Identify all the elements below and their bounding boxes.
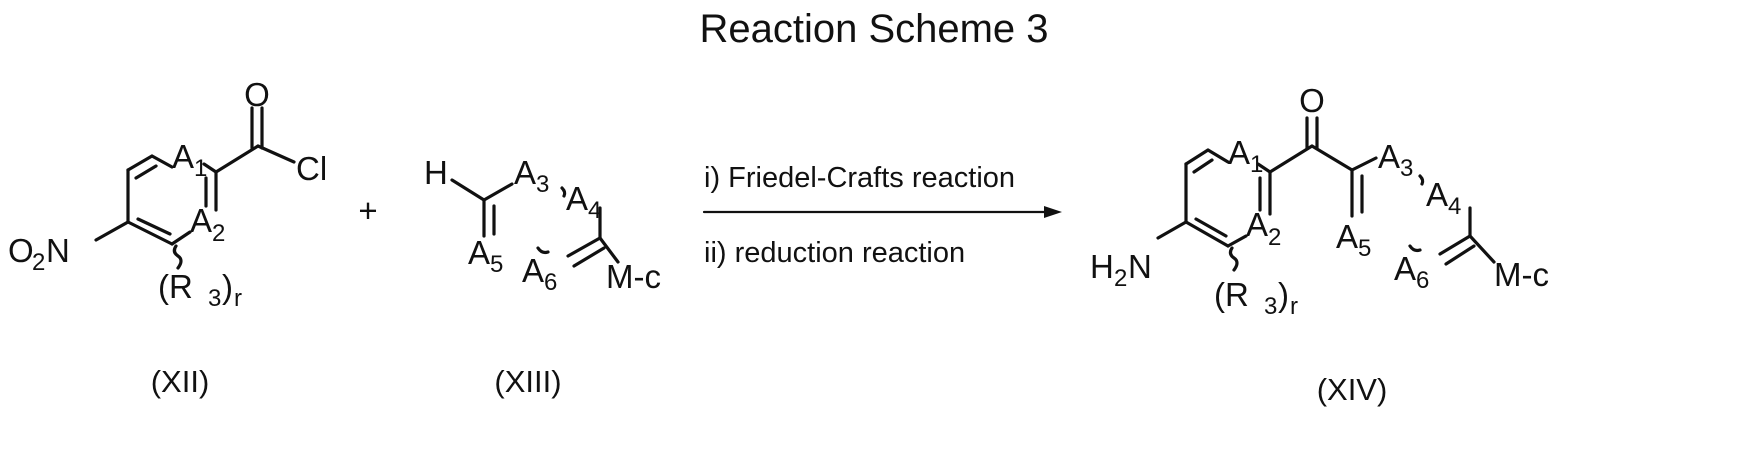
compound-id: (XIII) — [494, 364, 561, 399]
bond — [1312, 146, 1352, 170]
atom-subscript: 1 — [1250, 151, 1263, 178]
atom-subscript: 3 — [208, 285, 221, 312]
atom-label: M-c — [1494, 256, 1549, 293]
compound-id: (XIV) — [1317, 372, 1388, 407]
atom-subscript: 2 — [32, 249, 45, 276]
atom-label: N — [1128, 248, 1152, 285]
scheme-title: Reaction Scheme 3 — [699, 7, 1048, 51]
bond — [172, 232, 190, 244]
atom-label: A — [514, 154, 536, 191]
atom-label: O — [8, 232, 34, 269]
bond — [562, 188, 565, 196]
bond — [1158, 222, 1186, 238]
atom-subscript: 6 — [1416, 267, 1429, 294]
atom-subscript: r — [1290, 293, 1298, 320]
atom-subscript: 4 — [1448, 193, 1461, 220]
atom-subscript: 5 — [1358, 235, 1371, 262]
compound-xiv-structure: O A 1 A 2 A 3 A 4 A 5 A 6 M-c H 2 N (R 3… — [1090, 82, 1549, 320]
bond — [1352, 158, 1376, 170]
atom-label: A — [468, 234, 490, 271]
atom-subscript: 2 — [212, 220, 225, 247]
atom-label: A — [1426, 176, 1448, 213]
atom-label: O — [244, 76, 270, 113]
atom-label: O — [1299, 82, 1325, 119]
bond — [1420, 176, 1423, 184]
substituent-bond — [174, 246, 181, 268]
double-bond — [1194, 160, 1212, 172]
atom-subscript: 1 — [194, 155, 207, 182]
atom-label: A — [566, 180, 588, 217]
atom-label: M-c — [606, 258, 661, 295]
condition-step-1: i) Friedel-Crafts reaction — [704, 162, 1015, 194]
atom-label: A — [522, 252, 544, 289]
atom-subscript: 3 — [536, 171, 549, 198]
atom-subscript: 6 — [544, 269, 557, 296]
double-bond — [136, 166, 156, 178]
atom-label: A — [1228, 134, 1250, 171]
atom-label: Cl — [296, 150, 327, 187]
atom-subscript: 5 — [490, 251, 503, 278]
arrow-head — [1044, 206, 1062, 218]
compound-xiii-structure: H A 3 A 4 A 5 A 6 M-c — [424, 154, 661, 296]
bond — [1470, 236, 1494, 262]
atom-label: ) — [222, 268, 233, 305]
bond — [128, 156, 152, 170]
atom-label: N — [46, 232, 70, 269]
atom-label: (R — [1214, 276, 1249, 313]
atom-label: H — [424, 154, 448, 191]
bond — [216, 146, 258, 172]
atom-label: A — [1394, 250, 1416, 287]
double-bond — [138, 219, 170, 234]
atom-subscript: 2 — [1268, 224, 1281, 251]
compound-xii-structure: O Cl A 1 A 2 O 2 N (R 3 ) r — [8, 76, 327, 312]
atom-label: A — [190, 202, 212, 239]
reaction-arrow — [704, 206, 1062, 218]
bond — [452, 180, 484, 200]
atom-label: A — [1336, 218, 1358, 255]
atom-label: A — [172, 138, 194, 175]
atom-subscript: 2 — [1114, 265, 1127, 292]
substituent-bond — [1230, 248, 1237, 270]
bond — [258, 146, 294, 162]
atom-label: ) — [1278, 276, 1289, 313]
atom-subscript: 3 — [1400, 155, 1413, 182]
atom-label: H — [1090, 248, 1114, 285]
bond — [96, 222, 128, 240]
atom-label: A — [1246, 206, 1268, 243]
bond — [1270, 146, 1312, 172]
atom-label: (R — [158, 268, 193, 305]
double-bond — [1196, 219, 1226, 236]
condition-step-2: ii) reduction reaction — [704, 237, 965, 269]
bond — [1228, 236, 1246, 246]
atom-subscript: 4 — [588, 197, 601, 224]
atom-subscript: 3 — [1264, 293, 1277, 320]
compound-id: (XII) — [151, 364, 210, 399]
atom-subscript: r — [234, 285, 242, 312]
bond — [1186, 150, 1208, 164]
plus-sign: + — [358, 192, 377, 229]
bond — [484, 184, 512, 200]
atom-label: A — [1378, 138, 1400, 175]
